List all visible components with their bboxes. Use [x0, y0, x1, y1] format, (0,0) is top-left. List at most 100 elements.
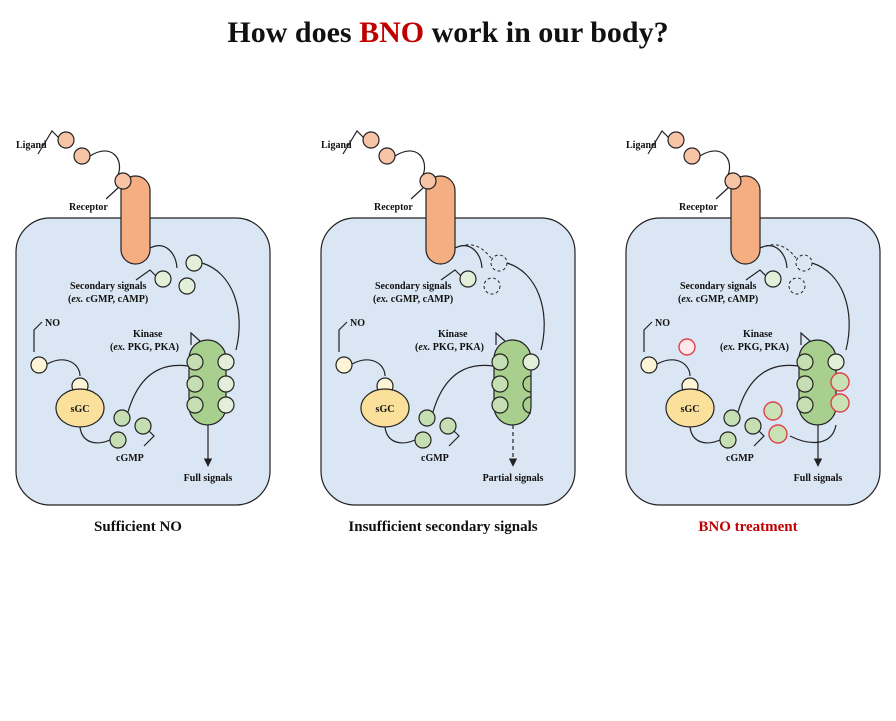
ligand-bead — [683, 147, 701, 165]
no-linker — [338, 321, 348, 352]
cgmp-bead — [113, 409, 131, 427]
cgmp-linker — [753, 430, 765, 447]
kinase-bead-left — [796, 396, 814, 414]
outcome-label: Full signals — [184, 473, 233, 484]
kinase-empty-pocket — [522, 396, 532, 414]
kinase-bead-left — [796, 375, 814, 393]
title-accent: BNO — [359, 16, 425, 49]
no-to-sgc — [46, 359, 81, 377]
ligand-linker — [647, 130, 671, 155]
no-label: NO — [45, 318, 60, 329]
cgmp-label: cGMP — [116, 453, 144, 464]
cgmp-bead — [418, 409, 436, 427]
cgmp-linker — [143, 430, 155, 447]
receptor-to-secondary — [759, 245, 788, 269]
kinase-empty-pocket — [522, 375, 532, 393]
receptor-label: Receptor — [679, 202, 718, 213]
kinase-bead-right — [217, 353, 235, 371]
ligand-linker — [342, 130, 366, 155]
kinase-bead-right — [217, 375, 235, 393]
secondary-signals-example: (ex. cGMP, cAMP) — [678, 294, 758, 305]
receptor — [425, 175, 456, 265]
secondary-signals-example: (ex. cGMP, cAMP) — [68, 294, 148, 305]
cgmp-bead — [719, 431, 737, 449]
no-bead — [640, 356, 658, 374]
receptor-to-secondary — [454, 245, 483, 269]
ligand-bound-bead — [724, 172, 742, 190]
panel-caption: BNO treatment — [698, 519, 797, 535]
cgmp-bead — [109, 431, 127, 449]
sgc-label: sGC — [681, 404, 700, 415]
page-title: How does BNO work in our body? — [0, 16, 896, 50]
panel-caption: Sufficient NO — [94, 519, 182, 535]
cgmp-to-kinase — [432, 364, 494, 413]
panel-content: Ligand Receptor Secondary signals (ex. c… — [625, 130, 881, 535]
secondary-signal-bead — [764, 270, 782, 288]
kinase-linker — [495, 331, 506, 345]
outcome-label: Partial signals — [483, 473, 544, 484]
no-label: NO — [350, 318, 365, 329]
secondary-to-kinase — [506, 262, 545, 351]
ligand-linker — [37, 130, 61, 155]
kinase-example: (ex. PKG, PKA) — [110, 342, 179, 353]
receptor-linker — [105, 187, 119, 200]
kinase-bead-left — [491, 396, 509, 414]
ligand-bead — [73, 147, 91, 165]
cgmp-label: cGMP — [421, 453, 449, 464]
panel-bno-treatment: Ligand Receptor Secondary signals (ex. c… — [625, 130, 881, 535]
kinase-label: Kinase — [133, 329, 163, 340]
title-prefix: How does — [227, 16, 360, 49]
sgc-to-cgmp — [384, 426, 416, 444]
secondary-signals-example: (ex. cGMP, cAMP) — [373, 294, 453, 305]
no-label: NO — [655, 318, 670, 329]
panel-content: Ligand Receptor Secondary signals (ex. c… — [320, 130, 576, 535]
kinase-bead-left — [186, 396, 204, 414]
missing-secondary-signal — [483, 277, 501, 295]
ligand-linker — [699, 150, 731, 176]
receptor — [120, 175, 151, 265]
cgmp-bead — [134, 417, 152, 435]
sgc-label: sGC — [71, 404, 90, 415]
receptor-linker — [410, 187, 424, 200]
missing-linker — [759, 244, 797, 259]
missing-linker — [454, 244, 492, 259]
secondary-to-kinase — [811, 262, 850, 351]
bno-bead-free — [763, 401, 783, 421]
ligand-bound-bead — [114, 172, 132, 190]
no-linker — [33, 321, 43, 352]
secondary-signal-bead — [459, 270, 477, 288]
ligand-bead — [57, 131, 75, 149]
ligand-bead — [667, 131, 685, 149]
sgc-to-cgmp — [79, 426, 111, 444]
secondary-signal-bead — [185, 254, 203, 272]
bno-curve — [789, 424, 837, 444]
receptor-label: Receptor — [69, 202, 108, 213]
cgmp-to-kinase — [127, 364, 189, 413]
bno-bead-bound — [830, 393, 850, 413]
ligand-label: Ligand — [16, 140, 47, 151]
kinase-bead-right — [522, 353, 540, 371]
outcome-label: Full signals — [794, 473, 843, 484]
secondary-signals-label: Secondary signals — [70, 281, 147, 292]
ligand-bead — [378, 147, 396, 165]
panel-insufficient-secondary: Ligand Receptor Secondary signals (ex. c… — [320, 130, 576, 535]
kinase-bead-left — [491, 375, 509, 393]
receptor — [730, 175, 761, 265]
secondary-signals-label: Secondary signals — [375, 281, 452, 292]
no-to-sgc — [656, 359, 691, 377]
kinase-example: (ex. PKG, PKA) — [720, 342, 789, 353]
cgmp-to-kinase — [737, 364, 799, 413]
secondary-to-kinase — [201, 262, 240, 351]
kinase-bead-right — [217, 396, 235, 414]
receptor-linker — [715, 187, 729, 200]
cgmp-bead — [439, 417, 457, 435]
panel-caption: Insufficient secondary signals — [348, 519, 537, 535]
ligand-linker — [89, 150, 121, 176]
kinase-bead-left — [491, 353, 509, 371]
secondary-signal-bead — [178, 277, 196, 295]
kinase-bead-left — [186, 353, 204, 371]
ligand-linker — [394, 150, 426, 176]
kinase-bead-left — [796, 353, 814, 371]
cgmp-label: cGMP — [726, 453, 754, 464]
